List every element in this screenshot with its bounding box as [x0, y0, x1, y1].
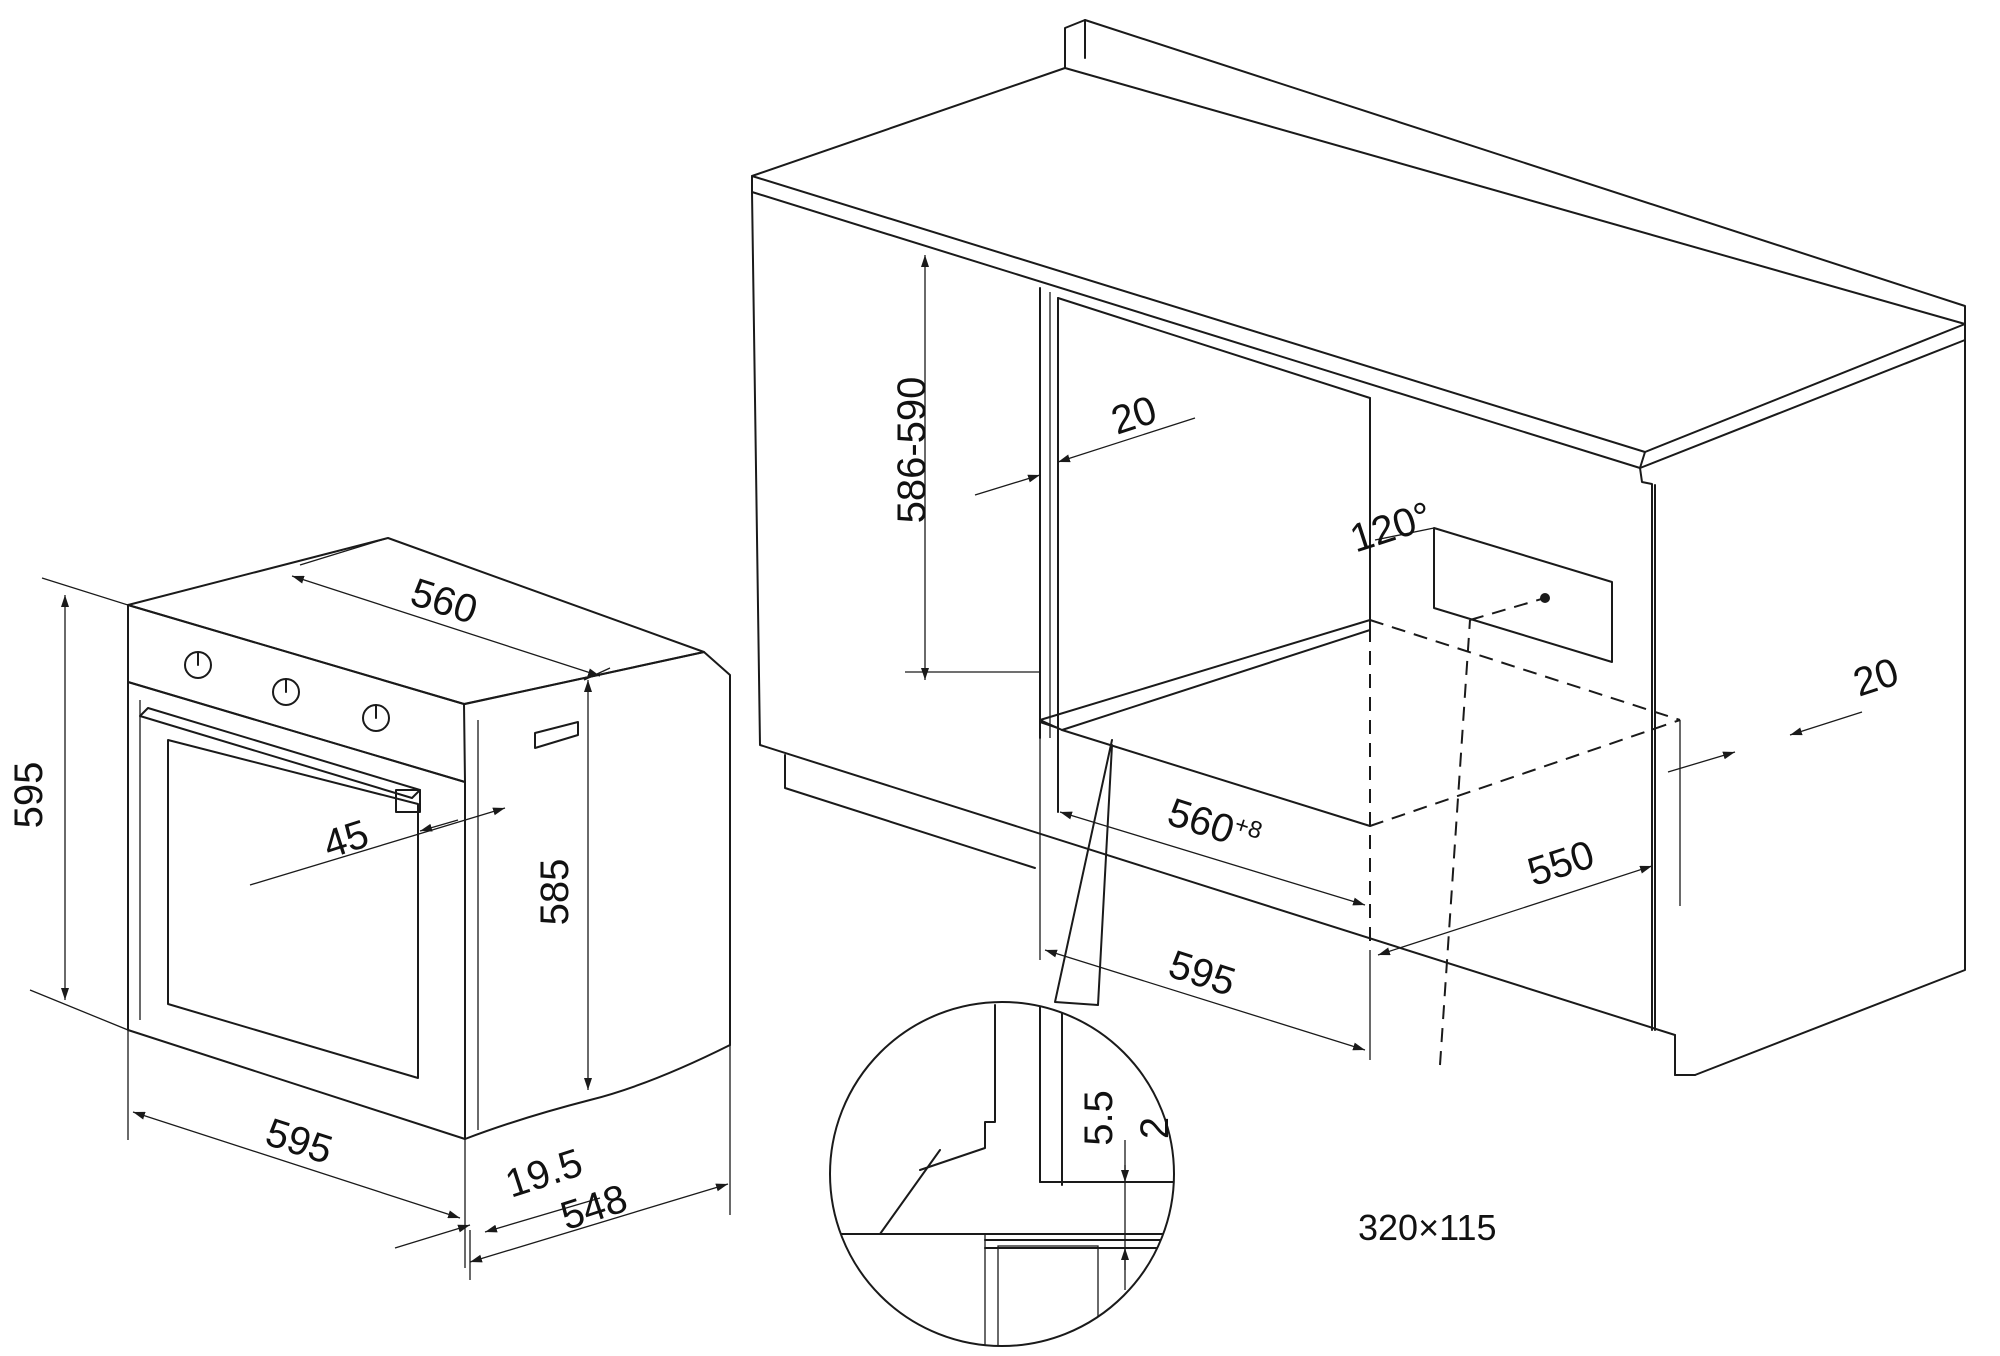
handle-depth-label: 45 [318, 812, 374, 868]
oven-width-top-label: 560 [405, 570, 482, 632]
oven-drawing [127, 537, 731, 1140]
niche-depth-label: 550 [1522, 832, 1599, 894]
vent-angle-label: 120° [1345, 494, 1437, 561]
cabinet-drawing [751, 19, 1966, 1076]
door-handle [139, 707, 421, 813]
right-clearance-label: 20 [1848, 650, 1904, 706]
detail-gap-b-label: 2 [1133, 1117, 1177, 1139]
left-clearance-label: 20 [1106, 388, 1162, 444]
oven-width-bottom-label: 595 [260, 1110, 337, 1172]
niche-height-label: 586-590 [890, 377, 934, 524]
knob-icon [184, 651, 212, 679]
cutout-size-label: 320×115 [1358, 1207, 1496, 1248]
cabinet-width-label: 595 [1163, 942, 1240, 1004]
oven-body-height-label: 585 [533, 859, 577, 926]
detail-circle: 5.5 2 [829, 739, 1177, 1347]
oven-height-label: 595 [7, 762, 51, 829]
detail-gap-a-label: 5.5 [1077, 1090, 1121, 1146]
vent-cutout [1433, 527, 1613, 663]
oven-dimensions: 560 595 585 45 595 19.5 548 [7, 537, 731, 1280]
knob-icon [362, 704, 390, 732]
knob-icon [272, 678, 300, 706]
niche-width-label: 560+8 [1162, 790, 1265, 861]
